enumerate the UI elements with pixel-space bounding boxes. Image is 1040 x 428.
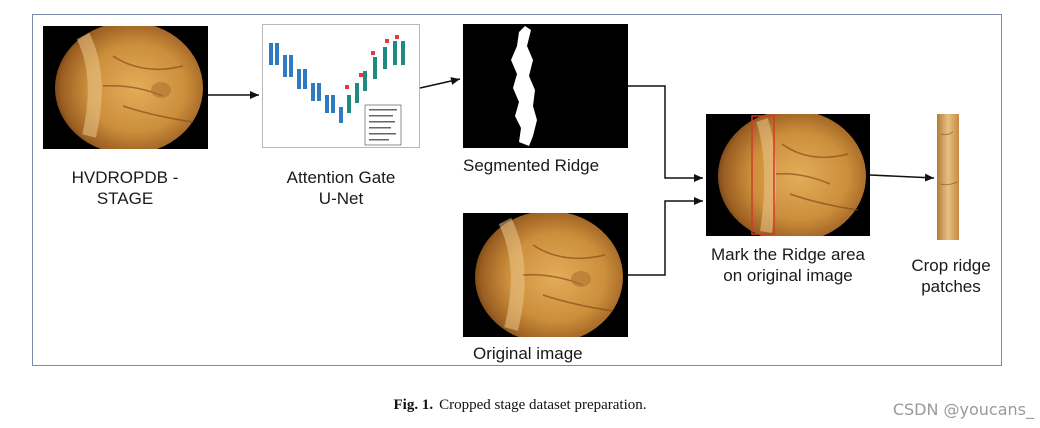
- segmented-ridge-image: [463, 24, 628, 148]
- crop-label: Crop ridge patches: [911, 256, 991, 296]
- segmented-label: Segmented Ridge: [463, 156, 600, 175]
- mark-label: Mark the Ridge area on original image: [710, 245, 866, 285]
- arrow-original-to-mark: [628, 197, 703, 276]
- arrow-model-to-segmented: [419, 77, 461, 89]
- attention-unet-diagram: [262, 24, 420, 148]
- figure-number: Fig. 1.: [393, 397, 434, 413]
- original-fundus-image: [463, 213, 628, 337]
- figure-caption: Fig. 1. Cropped stage dataset preparation…: [0, 397, 1040, 414]
- watermark: CSDN @youcans_: [892, 400, 1034, 419]
- original-label: Original image: [473, 344, 583, 363]
- input-label: HVDROPDB - STAGE: [71, 168, 179, 208]
- marked-ridge-image: [706, 114, 870, 236]
- figure-caption-text: Cropped stage dataset preparation.: [439, 397, 647, 413]
- input-fundus-image: [43, 26, 208, 149]
- model-label: Attention Gate U-Net: [286, 168, 396, 208]
- arrow-mark-to-crop: [869, 173, 935, 182]
- cropped-ridge-patch: [937, 114, 959, 240]
- arrow-segmented-to-mark: [628, 85, 703, 182]
